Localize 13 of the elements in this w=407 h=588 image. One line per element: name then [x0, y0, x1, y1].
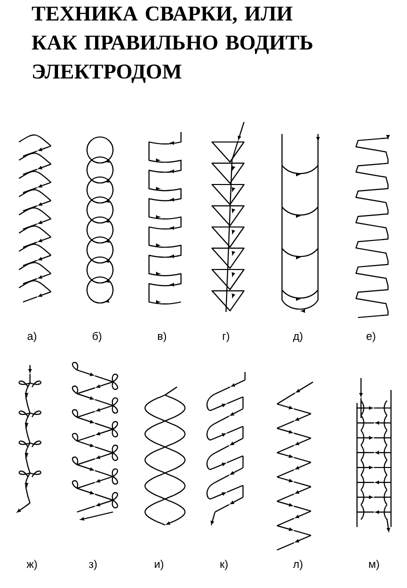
figure-label: в) — [158, 332, 166, 342]
figure-label: м) — [369, 560, 379, 570]
figure-label: б) — [92, 332, 102, 342]
figure-label: к) — [220, 560, 228, 570]
figure-label: и) — [154, 560, 164, 570]
figure-label: з) — [88, 560, 97, 570]
figure-label: а) — [28, 332, 36, 342]
figure-label: г) — [222, 332, 230, 342]
figure-label: ж) — [26, 560, 37, 570]
figure-label: е) — [366, 332, 376, 342]
figure-label: д) — [293, 332, 302, 342]
title: ТЕХНИКА СВАРКИ, ИЛИ КАК ПРАВИЛЬНО ВОДИТЬ ЭЛЕКТРОДОМ — [32, 6, 312, 83]
figure-label: л) — [293, 560, 302, 570]
